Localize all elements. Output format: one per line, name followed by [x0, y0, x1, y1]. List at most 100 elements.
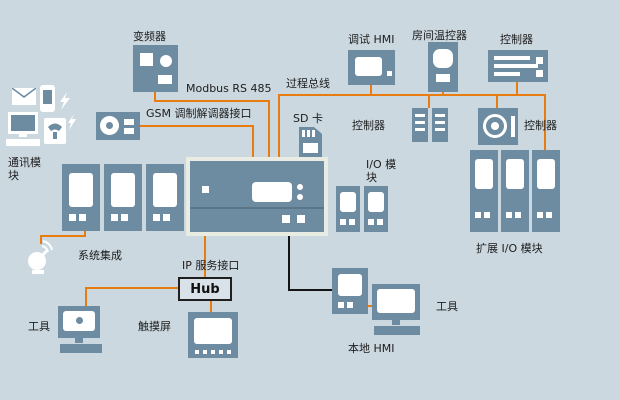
module-port [475, 212, 481, 218]
touch-panel-screen [194, 318, 232, 344]
sd-contact [307, 130, 310, 137]
module-port [121, 214, 128, 221]
controller-led [297, 194, 303, 200]
controller-vent [435, 114, 445, 117]
pc-keyboard [374, 326, 420, 335]
controller-vent [435, 128, 445, 131]
label-sd-card: SD 卡 [293, 112, 323, 125]
modbus-line [154, 100, 270, 102]
gsm-drop-line [252, 125, 254, 158]
controller-vent [494, 56, 530, 60]
touch-panel-button [211, 350, 215, 354]
integration-line [40, 235, 86, 237]
label-tools-right: 工具 [436, 300, 458, 313]
hmi-to-pc-line [364, 305, 374, 307]
inverter-drop-line [154, 92, 156, 102]
module-port [515, 212, 521, 218]
hmi-port [338, 302, 344, 308]
touch-panel-button [227, 350, 231, 354]
actuator-stripe [511, 116, 515, 137]
telephone-icon [44, 118, 66, 144]
label-inverter: 变频器 [133, 30, 166, 43]
controller-port [297, 215, 305, 223]
touch-panel-device [188, 312, 238, 358]
comm-module-device [62, 164, 100, 231]
tools-left-drop [85, 287, 87, 306]
ip-service-line [204, 236, 206, 277]
module-display [368, 192, 384, 212]
controller-divider [190, 207, 324, 209]
hmi-port [347, 302, 353, 308]
integration-drop [40, 235, 42, 244]
hub-to-tools-line [85, 287, 178, 289]
module-port [79, 214, 86, 221]
thermostat-drop [442, 92, 444, 96]
io-module-device [364, 186, 388, 232]
inverter-terminal [158, 75, 172, 84]
controller-vent [415, 128, 425, 131]
central-hmi-down-line [288, 236, 290, 291]
controller-led [297, 184, 303, 190]
module-port [349, 219, 355, 225]
module-display [153, 173, 177, 207]
room-thermostat-device [428, 42, 458, 92]
inverter-device [133, 45, 178, 92]
module-port [506, 212, 512, 218]
module-port [340, 219, 346, 225]
pc-screen-dot [76, 317, 83, 324]
modbus-drop-line [268, 100, 270, 158]
label-process-bus: 过程总线 [286, 77, 330, 90]
controller-vent [435, 121, 445, 124]
extended-io-module-device [501, 150, 529, 232]
controller-right-drop [496, 96, 498, 108]
module-display [69, 173, 93, 207]
hub-label: Hub [190, 281, 220, 297]
controller-vent [415, 114, 425, 117]
touch-panel-button [195, 350, 199, 354]
hmi-screen [355, 57, 382, 76]
module-port [111, 214, 118, 221]
integration-stub-line [84, 231, 86, 237]
module-port [153, 214, 160, 221]
hmi-button [387, 71, 392, 76]
satellite-dish-icon [28, 240, 53, 274]
extended-io-module-device [532, 150, 560, 232]
module-display [340, 192, 356, 212]
controller-top-device [488, 50, 548, 82]
touch-panel-button [219, 350, 223, 354]
controller-vent [494, 72, 520, 76]
controller-port [282, 215, 290, 223]
modem-port [124, 128, 134, 134]
module-port [69, 214, 76, 221]
actuator-center [491, 122, 499, 130]
module-port [377, 219, 383, 225]
comm-module-device [104, 164, 142, 231]
debug-hmi-drop [370, 85, 372, 96]
gsm-line [140, 125, 254, 127]
touch-panel-button [203, 350, 207, 354]
process-bus-line [278, 94, 546, 96]
sd-label-area [303, 143, 318, 153]
pc-screen [377, 289, 415, 313]
sd-contact [302, 130, 305, 137]
controller-display [252, 182, 292, 202]
label-controller-right: 控制器 [524, 119, 557, 132]
module-port [546, 212, 552, 218]
module-port [368, 219, 374, 225]
label-debug-hmi: 调试 HMI [348, 33, 395, 46]
controller-vent [494, 64, 538, 68]
debug-hmi-device [348, 50, 395, 85]
hub-device: Hub [178, 277, 232, 301]
label-room-thermostat: 房间温控器 [412, 29, 467, 42]
label-touch-screen: 触摸屏 [138, 320, 171, 333]
label-controller-mid: 控制器 [352, 119, 385, 132]
label-io-module: I/O 模块 [366, 158, 397, 185]
hmi-screen [338, 274, 362, 296]
module-port [537, 212, 543, 218]
sd-contact [312, 130, 315, 137]
label-ip-service-interface: IP 服务接口 [182, 259, 240, 272]
module-display [506, 159, 524, 189]
controller-port [536, 70, 543, 77]
local-hmi-device [332, 268, 368, 314]
controller-mid-drop [428, 96, 430, 108]
